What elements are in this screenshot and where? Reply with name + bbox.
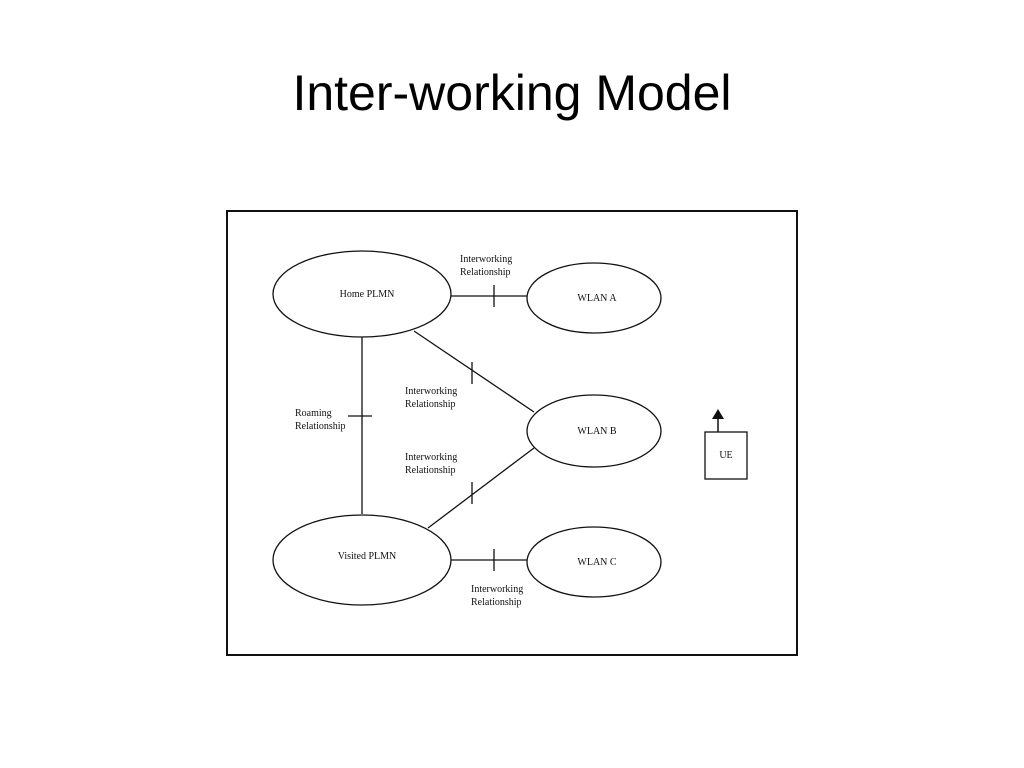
node-wlan-a-label: WLAN A: [577, 293, 617, 304]
interworking-diagram: Home PLMN Visited PLMN WLAN A WLAN B WLA…: [226, 210, 798, 656]
edge-visited-wlan-b: [427, 447, 535, 529]
node-home-plmn-label: Home PLMN: [340, 289, 395, 300]
diagram-canvas: Home PLMN Visited PLMN WLAN A WLAN B WLA…: [226, 210, 798, 656]
node-ue-label: UE: [719, 450, 732, 461]
node-wlan-a: [526, 262, 662, 334]
ue-arrow-icon: [712, 409, 724, 419]
node-wlan-b: [526, 394, 662, 468]
label-home-wlan-a-line1: Interworking: [460, 254, 512, 265]
label-roaming-line1: Roaming: [295, 408, 332, 419]
node-visited-plmn-label: Visited PLMN: [338, 551, 397, 562]
label-visited-wlan-c-line2: Relationship: [471, 597, 522, 608]
slide-title: Inter-working Model: [292, 65, 732, 121]
edge-home-wlan-b: [413, 330, 535, 413]
label-roaming-line2: Relationship: [295, 421, 346, 432]
node-home-plmn: [272, 250, 452, 338]
node-visited-plmn: [272, 514, 452, 606]
label-visited-wlan-b-line1: Interworking: [405, 452, 457, 463]
node-ue: [704, 431, 748, 480]
node-wlan-b-label: WLAN B: [577, 426, 616, 437]
label-home-wlan-b-line1: Interworking: [405, 386, 457, 397]
node-wlan-c: [526, 526, 662, 598]
label-visited-wlan-b-line2: Relationship: [405, 465, 456, 476]
label-home-wlan-b-line2: Relationship: [405, 399, 456, 410]
label-home-wlan-a-line2: Relationship: [460, 267, 511, 278]
node-wlan-c-label: WLAN C: [577, 557, 616, 568]
label-visited-wlan-c-line1: Interworking: [471, 584, 523, 595]
